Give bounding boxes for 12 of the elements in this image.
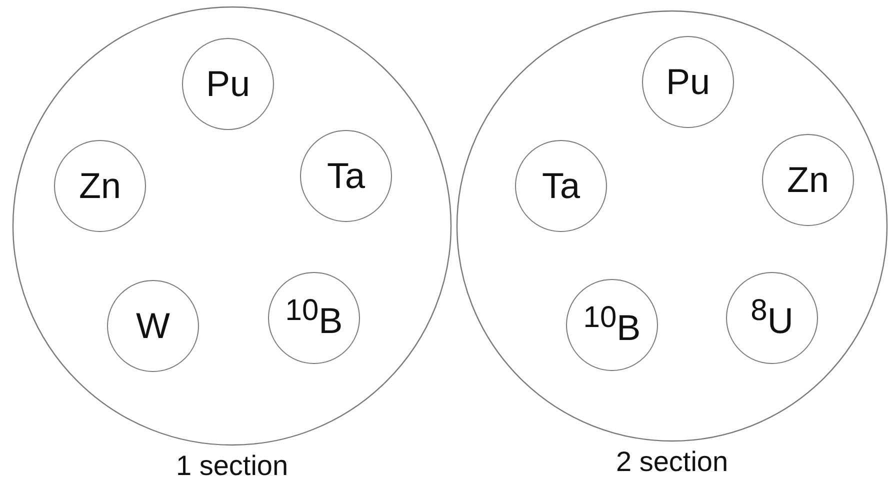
element-circle: $^{8}$U — [726, 272, 818, 364]
element-circle: $^{10}$B — [268, 272, 360, 364]
element-circle: Pu — [642, 36, 734, 128]
element-circle: Zn — [54, 140, 146, 232]
element-circle: Pu — [182, 38, 274, 130]
element-circle: $^{10}$B — [566, 279, 658, 371]
section-caption: 1 section — [176, 450, 288, 482]
element-circle: W — [107, 280, 199, 372]
element-circle: Zn — [762, 134, 854, 226]
element-circle: Ta — [300, 130, 392, 222]
section-caption: 2 section — [616, 446, 728, 478]
element-circle: Ta — [515, 140, 607, 232]
